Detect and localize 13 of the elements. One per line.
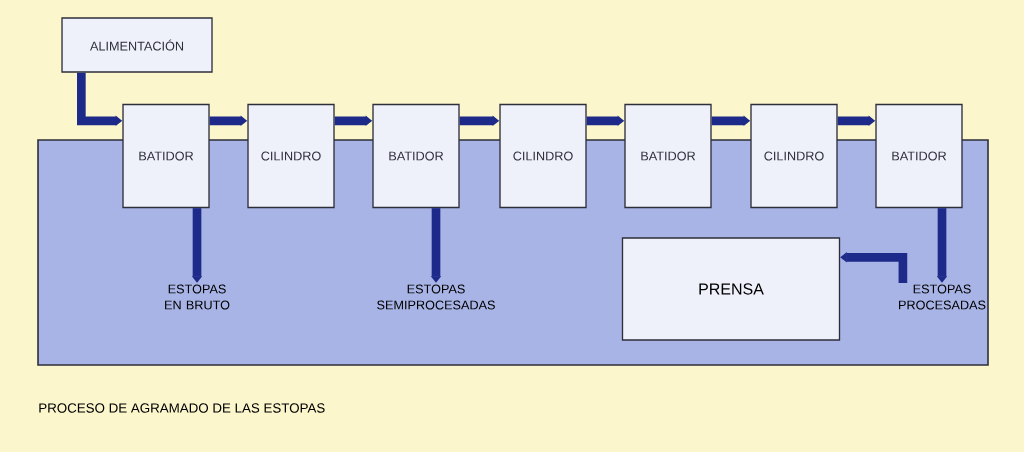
- machine-box: BATIDOR: [372, 103, 460, 209]
- machine-box: BATIDOR: [122, 103, 210, 209]
- machine-box: BATIDOR: [624, 103, 712, 209]
- machine-box: BATIDOR: [875, 103, 963, 209]
- output-label: ESTOPAS EN BRUTO: [165, 284, 230, 310]
- machine-box: CILINDRO: [499, 103, 587, 209]
- feed-box: ALIMENTACIÓN: [61, 17, 213, 73]
- output-label: ESTOPAS PROCESADAS: [899, 284, 986, 310]
- output-label: ESTOPAS SEMIPROCESADAS: [377, 284, 495, 310]
- caption: PROCESO DE AGRAMADO DE LAS ESTOPAS: [39, 403, 325, 413]
- machine-box: CILINDRO: [247, 103, 335, 209]
- press-box: PRENSA: [621, 237, 841, 341]
- machine-box: CILINDRO: [750, 103, 838, 209]
